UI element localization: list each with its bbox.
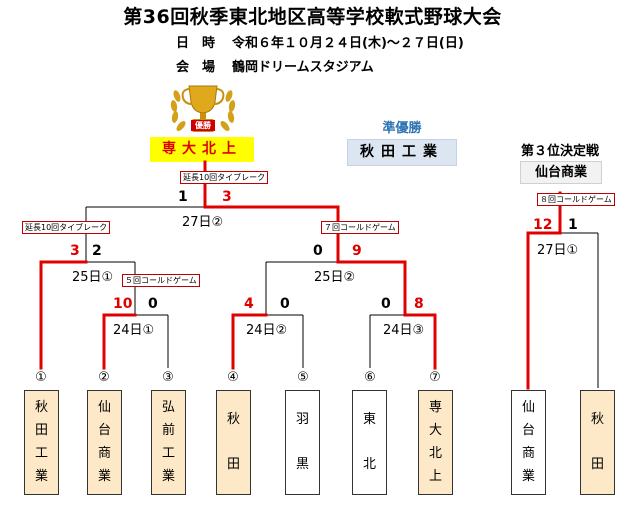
team-box: 弘前工業 [151, 390, 186, 495]
score-qf-mid-left: 4 [244, 296, 254, 312]
note-third: ８回コールドゲーム [537, 193, 615, 206]
slot-number: ④ [227, 370, 239, 385]
schedule-value: 令和６年１０月２４日(木)～２７日(日) [232, 36, 464, 51]
team-box: 秋田工業 [24, 390, 59, 495]
date-qf-right: 24日③ [383, 323, 425, 338]
venue-value: 鶴岡ドリームスタジアム [232, 60, 374, 75]
note-qf-left: ５回コールドゲーム [122, 274, 200, 287]
score-semi-left-right: 2 [92, 243, 102, 259]
date-final: 27日② [182, 215, 224, 230]
venue-label: 会 場 [176, 60, 216, 75]
team-box: 仙台商業 [511, 390, 546, 495]
team-box: 羽黒 [285, 390, 320, 495]
score-qf-right-right: 8 [414, 296, 424, 312]
team-box: 秋田 [580, 390, 615, 495]
third-place-label: 第３位決定戦 [520, 144, 599, 159]
date-qf-left: 24日① [113, 323, 155, 338]
team-box: 専大北上 [418, 390, 453, 495]
date-semi-right: 25日② [314, 270, 356, 285]
note-final: 延長10回タイブレーク [180, 171, 269, 184]
slot-number: ② [98, 370, 110, 385]
score-qf-mid-right: 0 [280, 296, 290, 312]
score-third-right: 1 [568, 217, 578, 233]
schedule-label: 日 時 [176, 36, 216, 51]
slot-number: ⑥ [364, 370, 376, 385]
score-semi-left-left: 3 [70, 243, 80, 259]
page-title: 第36回秋季東北地区高等学校軟式野球大会 [123, 6, 502, 28]
team-box: 東北 [352, 390, 387, 495]
champion-name: 専大北上 [150, 137, 254, 162]
score-final-right: 3 [222, 189, 232, 205]
slot-number: ① [35, 370, 47, 385]
score-qf-left-left: 10 [113, 296, 133, 312]
score-final-left: 1 [178, 189, 188, 205]
champion-badge: 優勝 [191, 120, 215, 131]
slot-number: ③ [162, 370, 174, 385]
note-semi-right: ７回コールドゲーム [321, 221, 399, 234]
slot-number: ⑤ [297, 370, 309, 385]
runner-up-label: 準優勝 [382, 121, 422, 136]
runner-up-name: 秋田工業 [347, 139, 457, 166]
date-third: 27日① [537, 243, 579, 258]
team-box: 仙台商業 [87, 390, 122, 495]
team-box: 秋田 [216, 390, 251, 495]
date-qf-mid: 24日② [246, 323, 288, 338]
score-third-left: 12 [533, 217, 553, 233]
score-semi-right-left: 0 [313, 243, 323, 259]
slot-number: ⑦ [429, 370, 441, 385]
score-qf-right-left: 0 [381, 296, 391, 312]
note-semi-left: 延長10回タイブレーク [22, 221, 111, 234]
date-semi-left: 25日① [72, 270, 114, 285]
score-qf-left-right: 0 [148, 296, 158, 312]
score-semi-right-right: 9 [352, 243, 362, 259]
third-place-name: 仙台商業 [520, 161, 602, 184]
